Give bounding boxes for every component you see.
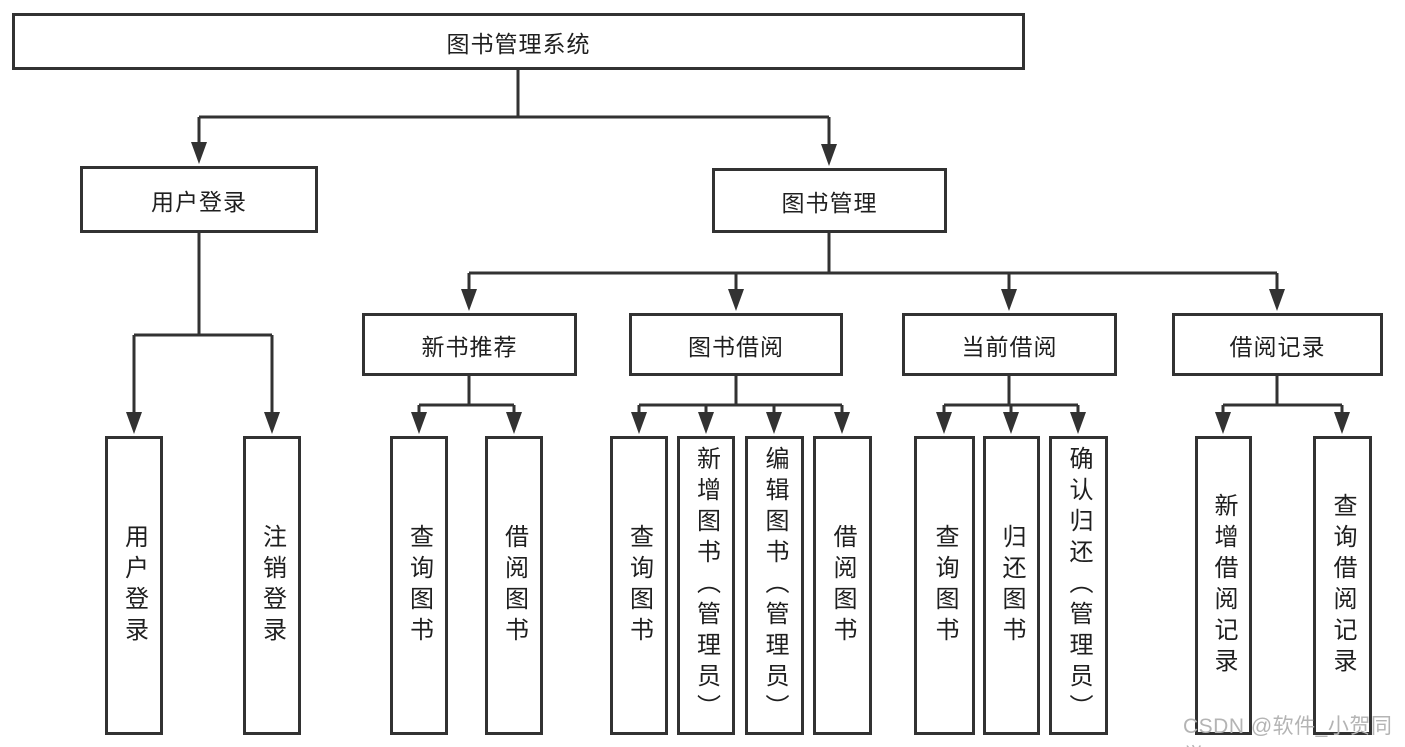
leaf-query-books-recommend: 查询图书	[390, 436, 448, 735]
leaf-add-borrow-record: 新增借阅记录	[1195, 436, 1252, 735]
leaf-query-books-current: 查询图书	[914, 436, 975, 735]
node-current-borrow: 当前借阅	[902, 313, 1117, 376]
node-label: 借阅记录	[1229, 333, 1326, 360]
leaf-label: 用户登录	[120, 523, 148, 648]
leaf-label: 查询借阅记录	[1329, 492, 1356, 679]
node-borrow-records: 借阅记录	[1172, 313, 1383, 376]
node-label: 用户登录	[151, 188, 247, 215]
leaf-label: 注销登录	[258, 523, 286, 648]
leaf-label: 编辑图书（管理员）	[761, 446, 788, 725]
leaf-user-login: 用户登录	[105, 436, 163, 735]
leaf-label: 查询图书	[625, 523, 653, 648]
leaf-borrow-books-recommend: 借阅图书	[485, 436, 543, 735]
leaf-label: 借阅图书	[829, 523, 856, 648]
node-book-borrow: 图书借阅	[629, 313, 843, 376]
leaf-query-books-borrow: 查询图书	[610, 436, 668, 735]
leaf-logout: 注销登录	[243, 436, 301, 735]
node-label: 图书借阅	[688, 333, 784, 360]
csdn-watermark: CSDN @软件_小贺同学	[1183, 715, 1393, 747]
node-book-management: 图书管理	[712, 168, 947, 233]
leaf-borrow-books: 借阅图书	[813, 436, 872, 735]
leaf-label: 借阅图书	[500, 523, 528, 648]
leaf-return-book: 归还图书	[983, 436, 1040, 735]
node-new-book-recommend: 新书推荐	[362, 313, 577, 376]
leaf-label: 新增图书（管理员）	[692, 446, 720, 725]
leaf-confirm-return-admin: 确认归还（管理员）	[1049, 436, 1108, 735]
node-label: 图书管理	[781, 189, 878, 216]
node-library-system: 图书管理系统	[12, 13, 1025, 70]
leaf-label: 确认归还（管理员）	[1065, 446, 1092, 725]
leaf-label: 查询图书	[405, 523, 433, 648]
node-label: 新书推荐	[421, 333, 518, 360]
leaf-label: 归还图书	[998, 523, 1025, 648]
leaf-label: 新增借阅记录	[1210, 492, 1237, 679]
node-user-login: 用户登录	[80, 166, 318, 233]
node-label: 图书管理系统	[446, 30, 591, 57]
leaf-query-borrow-record: 查询借阅记录	[1313, 436, 1372, 735]
leaf-add-book-admin: 新增图书（管理员）	[677, 436, 735, 735]
leaf-label: 查询图书	[931, 523, 958, 648]
node-label: 当前借阅	[961, 333, 1058, 360]
leaf-edit-book-admin: 编辑图书（管理员）	[745, 436, 804, 735]
